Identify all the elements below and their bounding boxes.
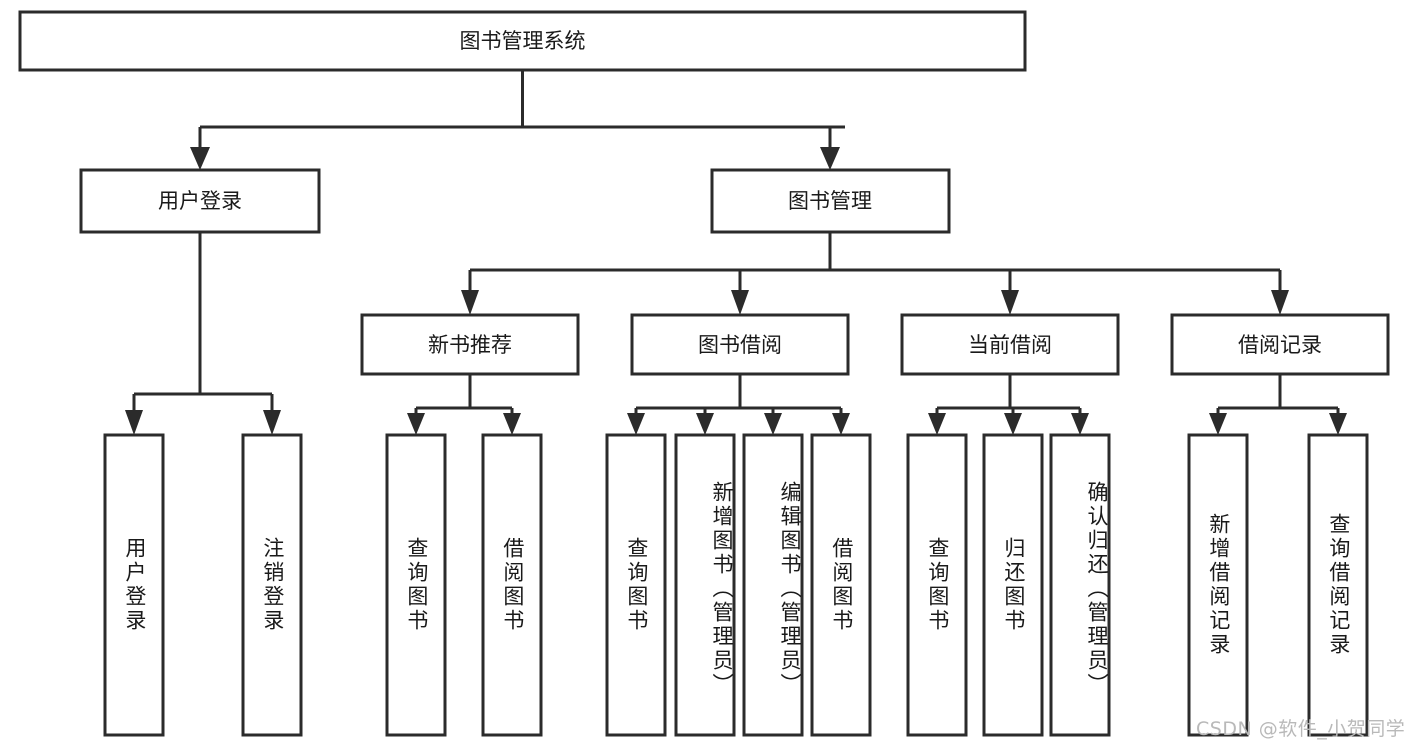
leaf-box-confirm-return[interactable] (1049, 433, 1111, 737)
leaf-box-add-book[interactable] (674, 433, 736, 737)
node-root-label: 图书管理系统 (460, 29, 586, 53)
node-new-book-rec-label: 新书推荐 (428, 333, 512, 357)
arrow-head-current-borrow (1001, 290, 1019, 315)
node-borrow-record-label: 借阅记录 (1238, 333, 1322, 357)
node-new-book-rec[interactable]: 新书推荐 (360, 313, 580, 376)
arrow-head-leaf-borrow-book-2 (832, 413, 850, 435)
arrow-head-leaf-return-book (1004, 413, 1022, 435)
leaf-box-edit-book[interactable] (742, 433, 804, 737)
node-current-borrow[interactable]: 当前借阅 (900, 313, 1120, 376)
leaf-box-borrow-book-1[interactable] (481, 433, 543, 737)
node-current-borrow-box[interactable] (900, 313, 1120, 376)
arrow-head-leaf-user-login (125, 410, 143, 435)
leaf-box-return-book[interactable] (982, 433, 1044, 737)
node-user-login-label: 用户登录 (158, 189, 242, 213)
node-borrow-record-box[interactable] (1170, 313, 1390, 376)
node-book-manage-box[interactable] (710, 168, 951, 234)
node-book-borrow-box[interactable] (630, 313, 850, 376)
node-book-borrow-label: 图书借阅 (698, 333, 782, 357)
node-root-box[interactable] (18, 10, 1027, 72)
leaf-box-query-book-3[interactable] (906, 433, 968, 737)
arrow-head-leaf-edit-book (764, 413, 782, 435)
arrow-head-book-manage (820, 147, 840, 170)
leaf-box-query-book-1[interactable] (385, 433, 447, 737)
node-user-login[interactable]: 用户登录 (79, 168, 321, 234)
arrow-head-leaf-query-book-1 (407, 413, 425, 435)
arrow-head-borrow-record (1271, 290, 1289, 315)
arrow-head-leaf-borrow-book-1 (503, 413, 521, 435)
node-current-borrow-label: 当前借阅 (968, 333, 1052, 357)
arrow-head-user-login (190, 147, 210, 170)
node-book-borrow[interactable]: 图书借阅 (630, 313, 850, 376)
csdn-watermark: CSDN @软件_小贺同学 (1196, 718, 1405, 740)
node-new-book-rec-box[interactable] (360, 313, 580, 376)
arrow-head-leaf-query-book-2 (627, 413, 645, 435)
arrow-head-new-book-rec (461, 290, 479, 315)
arrow-head-leaf-confirm-return (1071, 413, 1089, 435)
node-root[interactable]: 图书管理系统 (18, 10, 1027, 72)
leaf-box-logout[interactable] (241, 433, 303, 737)
arrow-head-leaf-add-book (696, 413, 714, 435)
arrow-head-leaf-add-record (1209, 413, 1227, 435)
leaf-box-add-record[interactable] (1187, 433, 1249, 737)
leaf-box-user-login[interactable] (103, 433, 165, 737)
arrow-head-leaf-query-record (1329, 413, 1347, 435)
node-user-login-box[interactable] (79, 168, 321, 234)
arrow-head-leaf-query-book-3 (928, 413, 946, 435)
leaf-box-borrow-book-2[interactable] (810, 433, 872, 737)
arrow-head-book-borrow (731, 290, 749, 315)
node-book-manage-label: 图书管理 (788, 189, 872, 213)
leaf-box-layer (103, 433, 1369, 737)
node-borrow-record[interactable]: 借阅记录 (1170, 313, 1390, 376)
node-book-manage[interactable]: 图书管理 (710, 168, 951, 234)
leaf-box-query-book-2[interactable] (605, 433, 667, 737)
leaf-box-query-record[interactable] (1307, 433, 1369, 737)
connector-layer (125, 70, 1347, 435)
arrow-head-leaf-logout (263, 410, 281, 435)
